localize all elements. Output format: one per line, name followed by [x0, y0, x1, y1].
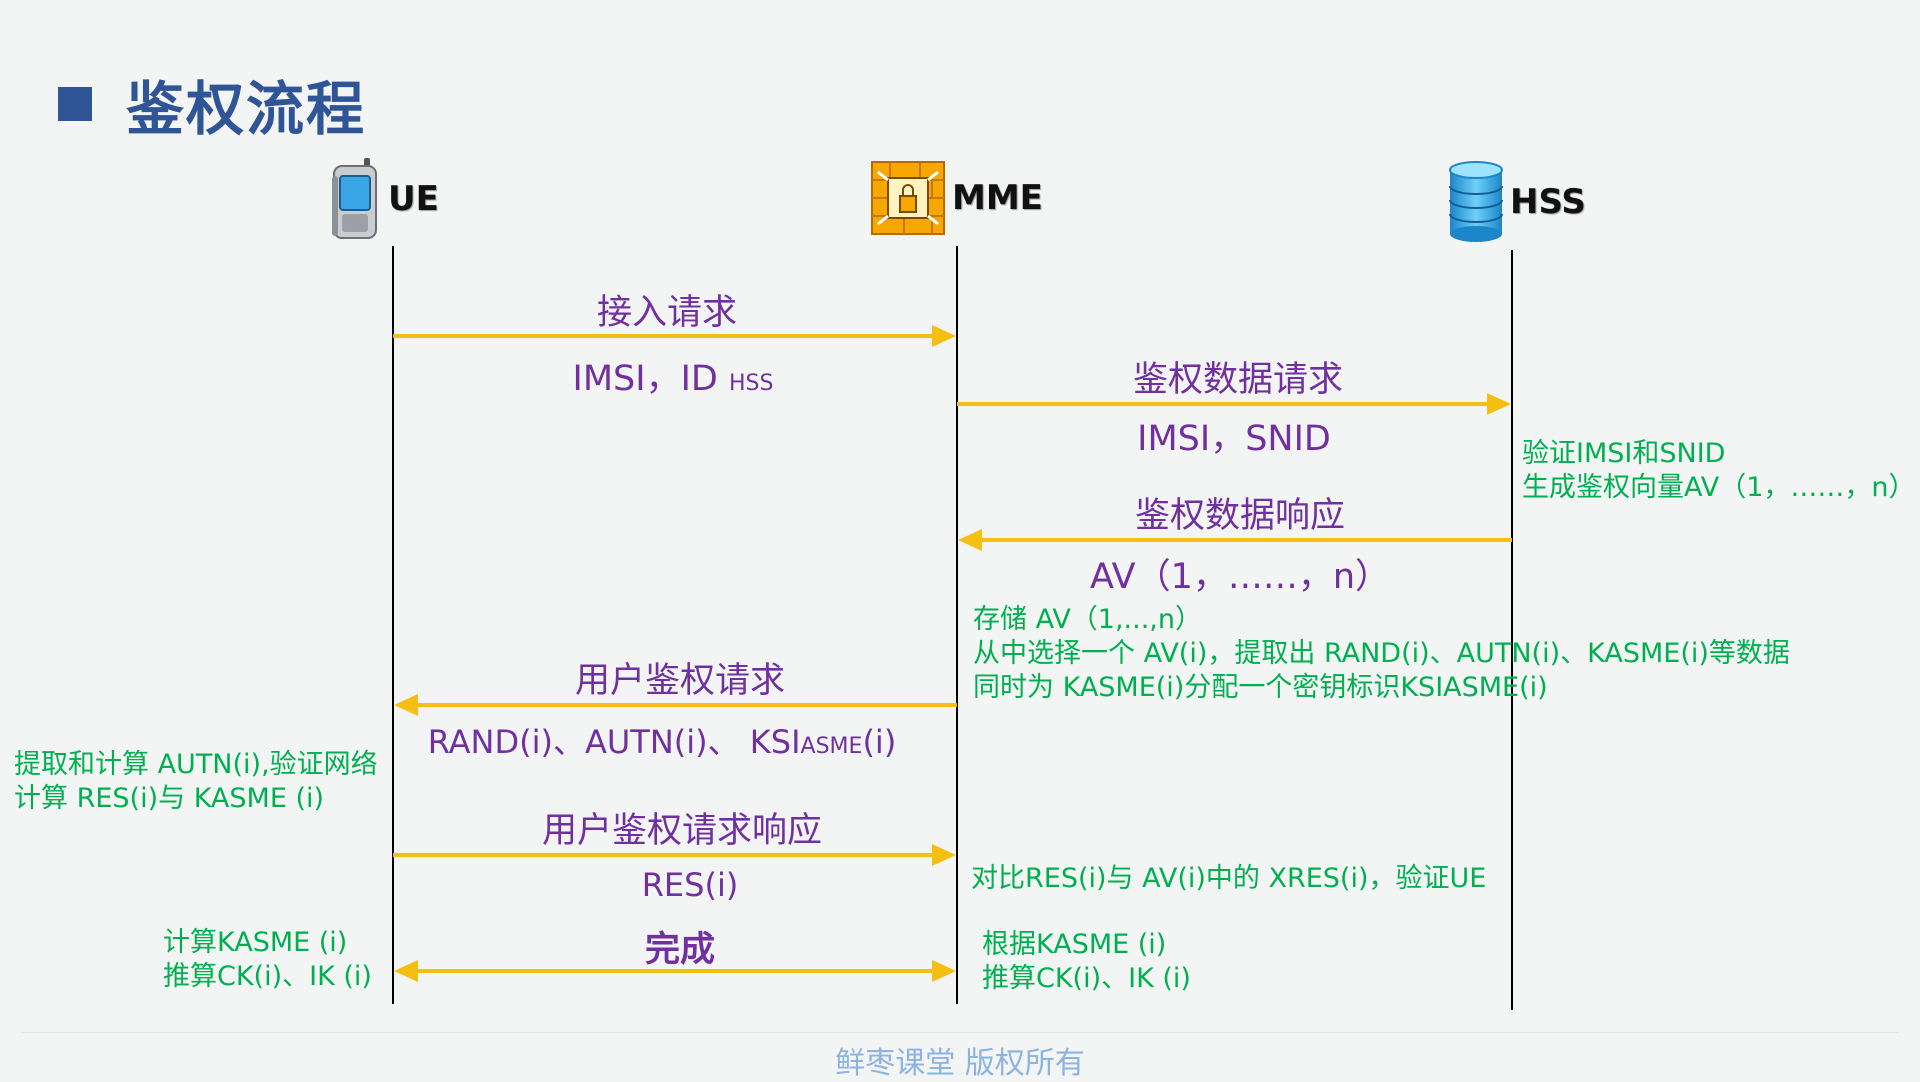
database-icon [1449, 161, 1503, 242]
mme-note-line: 推算CK(i)、IK (i) [982, 963, 1191, 994]
ue-note-line: 计算KASME (i) [163, 927, 348, 958]
ue-note-line: 提取和计算 AUTN(i),验证网络 [14, 749, 378, 780]
mme-note-store-select: 存储 AV（1,...,n） 从中选择一个 AV(i)，提取出 RAND(i)、… [973, 603, 1790, 705]
mme-note-verify-ue: 对比RES(i)与 AV(i)中的 XRES(i)，验证UE [971, 862, 1486, 896]
arrow-attach-request [393, 325, 956, 347]
user-auth-params-a: RAND(i)、AUTN(i)、 KSI [427, 723, 801, 761]
entity-hss-label: HSS [1510, 182, 1586, 222]
message-auth-data-request-params: IMSI，SNID [1137, 419, 1331, 459]
entity-ue-label: UE [388, 179, 439, 219]
entity-mme: MME [868, 158, 1043, 238]
mme-note-line: 同时为 KASME(i)分配一个密钥标识KSIASME(i) [973, 672, 1548, 703]
user-auth-params-subscript: ASME [800, 734, 863, 759]
arrow-user-auth-request [394, 694, 957, 716]
ue-note-derive-keys: 计算KASME (i) 推算CK(i)、IK (i) [163, 926, 372, 994]
message-user-auth-response-params: RES(i) [641, 866, 739, 904]
mme-note-line: 根据KASME (i) [982, 929, 1167, 960]
attach-params-subscript: HSS [728, 371, 774, 396]
message-auth-data-request-label: 鉴权数据请求 [1132, 360, 1344, 400]
user-auth-params-b: (i) [862, 723, 897, 761]
message-complete-label: 完成 [644, 930, 716, 970]
attach-params-main: IMSI，ID [572, 359, 729, 399]
mme-note-line: 从中选择一个 AV(i)，提取出 RAND(i)、AUTN(i)、KASME(i… [973, 638, 1790, 669]
ue-note-line: 计算 RES(i)与 KASME (i) [14, 783, 325, 814]
message-auth-data-response-label: 鉴权数据响应 [1134, 496, 1346, 536]
message-auth-data-response-params: AV（1，……，n） [1089, 557, 1391, 597]
message-attach-request-label: 接入请求 [596, 293, 738, 333]
mme-note-line: 对比RES(i)与 AV(i)中的 XRES(i)，验证UE [971, 863, 1487, 894]
hss-note-line: 生成鉴权向量AV（1，……，n） [1522, 472, 1916, 503]
entity-hss: HSS [1446, 160, 1586, 244]
mobile-phone-icon [332, 158, 377, 239]
entity-ue: UE [330, 158, 439, 240]
footer-copyright: 鲜枣课堂 版权所有 [835, 1046, 1085, 1081]
arrow-user-auth-response [393, 844, 956, 866]
ue-note-verify-network: 提取和计算 AUTN(i),验证网络 计算 RES(i)与 KASME (i) [14, 748, 378, 816]
arrow-complete-bidirectional [394, 960, 956, 982]
mme-note-line: 存储 AV（1,...,n） [973, 604, 1202, 635]
arrow-auth-data-response [958, 529, 1512, 551]
title-bullet-square [58, 87, 92, 121]
mme-note-derive-keys: 根据KASME (i) 推算CK(i)、IK (i) [982, 928, 1191, 996]
arrow-auth-data-request [957, 393, 1511, 415]
hss-note: 验证IMSI和SNID 生成鉴权向量AV（1，……，n） [1522, 437, 1916, 505]
entity-mme-label: MME [952, 178, 1043, 218]
ue-note-line: 推算CK(i)、IK (i) [163, 961, 372, 992]
message-attach-request-params: IMSI，ID HSS [573, 350, 774, 401]
message-user-auth-request-params: RAND(i)、AUTN(i)、 KSIASME(i) [428, 717, 897, 763]
hss-note-line: 验证IMSI和SNID [1522, 438, 1726, 469]
message-user-auth-response-label: 用户鉴权请求响应 [541, 811, 823, 851]
message-user-auth-request-label: 用户鉴权请求 [574, 661, 786, 701]
page-title-block: 鉴权流程 [58, 62, 366, 146]
footer-divider [22, 1032, 1898, 1033]
page-title: 鉴权流程 [126, 75, 367, 143]
firewall-switch-icon [871, 161, 945, 235]
